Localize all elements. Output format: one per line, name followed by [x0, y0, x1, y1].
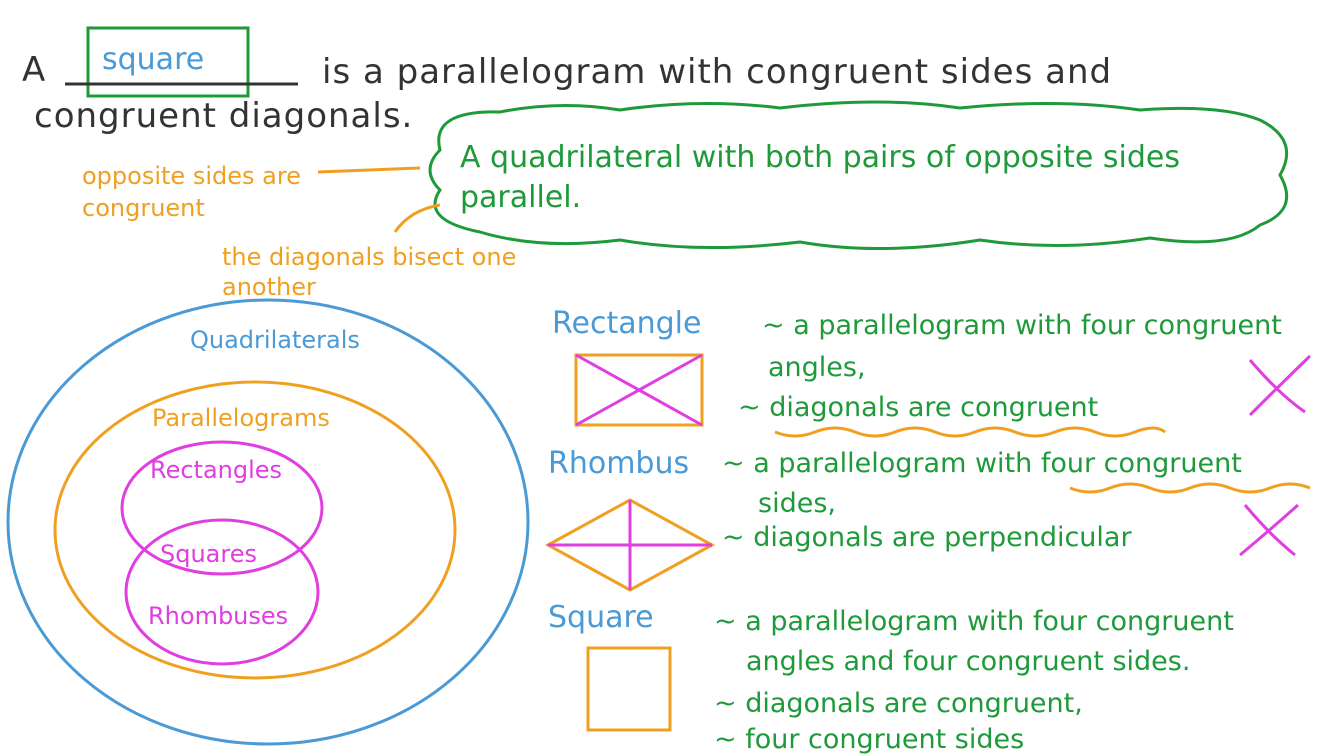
- quadrilaterals-circle: [6, 298, 530, 746]
- rectangle-line: ~ a parallelogram with four congruent: [762, 310, 1282, 341]
- square-figure: [586, 646, 672, 732]
- venn-quadrilaterals: Quadrilaterals: [190, 326, 360, 354]
- rectangle-line: angles,: [768, 352, 866, 383]
- pointer-line: [393, 203, 441, 233]
- square-line: ~ diagonals are congruent,: [714, 688, 1083, 719]
- venn-rhombuses: Rhombuses: [148, 602, 289, 630]
- definition-line2: congruent diagonals.: [34, 96, 414, 136]
- rectangle-line: ~ diagonals are congruent: [738, 392, 1099, 423]
- definition-line1: is a parallelogram with congruent sides …: [322, 52, 1113, 92]
- property-diagonals-bisect: the diagonals bisect one another: [222, 243, 517, 301]
- rhombus-line: ~ a parallelogram with four congruent: [722, 448, 1242, 479]
- square-line: angles and four congruent sides.: [746, 646, 1191, 677]
- cross-icon: [1239, 503, 1299, 557]
- underline-squiggle: [1069, 482, 1311, 494]
- rectangle-title: Rectangle: [552, 306, 702, 341]
- rhombus-title: Rhombus: [548, 446, 690, 481]
- rectangle-figure: [574, 353, 704, 427]
- square-title: Square: [548, 600, 654, 635]
- rhombuses-circle: [124, 518, 320, 666]
- venn-rectangles: Rectangles: [150, 456, 283, 484]
- cross-icon: [1248, 354, 1312, 417]
- underline-squiggle: [774, 426, 1166, 438]
- parallelograms-circle: [53, 380, 457, 680]
- pointer-line: [317, 166, 421, 174]
- answer-text: square: [102, 42, 205, 77]
- definition-prefix: A: [22, 50, 47, 90]
- rhombus-line: ~ diagonals are perpendicular: [722, 522, 1132, 553]
- rhombus-figure: [544, 498, 716, 592]
- rectangles-circle: [120, 440, 324, 576]
- property-opposite-sides: opposite sides are congruent: [82, 162, 301, 222]
- answer-box: [86, 26, 250, 98]
- square-line: ~ four congruent sides: [714, 724, 1025, 755]
- parallelogram-definition: A quadrilateral with both pairs of oppos…: [460, 140, 1180, 215]
- cloud-bubble: [428, 100, 1289, 250]
- rhombus-line: sides,: [758, 488, 836, 519]
- square-line: ~ a parallelogram with four congruent: [714, 606, 1234, 637]
- venn-squares: Squares: [160, 540, 257, 568]
- venn-parallelograms: Parallelograms: [152, 404, 330, 432]
